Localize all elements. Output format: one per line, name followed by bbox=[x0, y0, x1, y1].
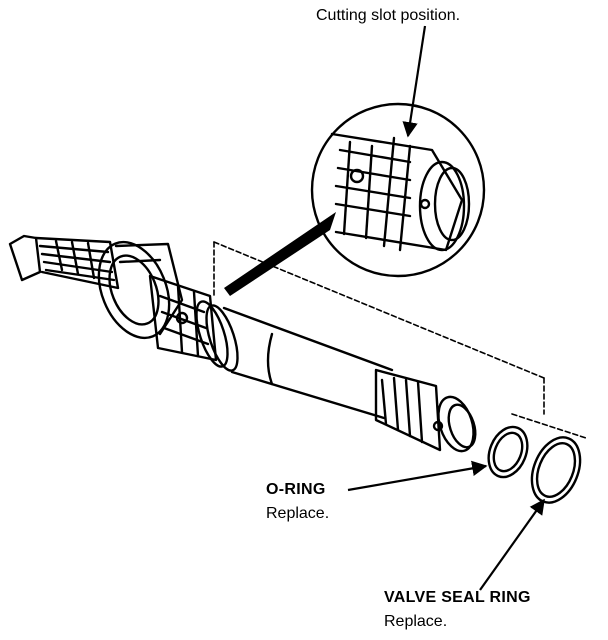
pinion-gear bbox=[8, 234, 120, 290]
cutting-slot-label: Cutting slot position. bbox=[316, 7, 461, 24]
splined-end bbox=[374, 368, 477, 453]
detail-pointer bbox=[224, 212, 336, 296]
cutting-slot-leader bbox=[402, 25, 427, 138]
o-ring bbox=[487, 425, 529, 479]
cutting-slot-groove bbox=[195, 300, 239, 372]
main-shaft bbox=[222, 306, 394, 420]
valve-seal-ring-action: Replace. bbox=[384, 613, 448, 630]
valve-seal-ring-leader bbox=[479, 498, 545, 591]
o-ring-label: O-RING bbox=[266, 481, 326, 498]
detail-magnifier bbox=[310, 102, 486, 278]
o-ring-action: Replace. bbox=[266, 505, 330, 522]
splined-valve-section bbox=[148, 274, 218, 362]
o-ring-leader bbox=[347, 460, 488, 492]
valve-seal-ring bbox=[530, 436, 582, 504]
valve-seal-ring-label: VALVE SEAL RING bbox=[384, 589, 531, 606]
bearing-flange bbox=[97, 240, 184, 340]
